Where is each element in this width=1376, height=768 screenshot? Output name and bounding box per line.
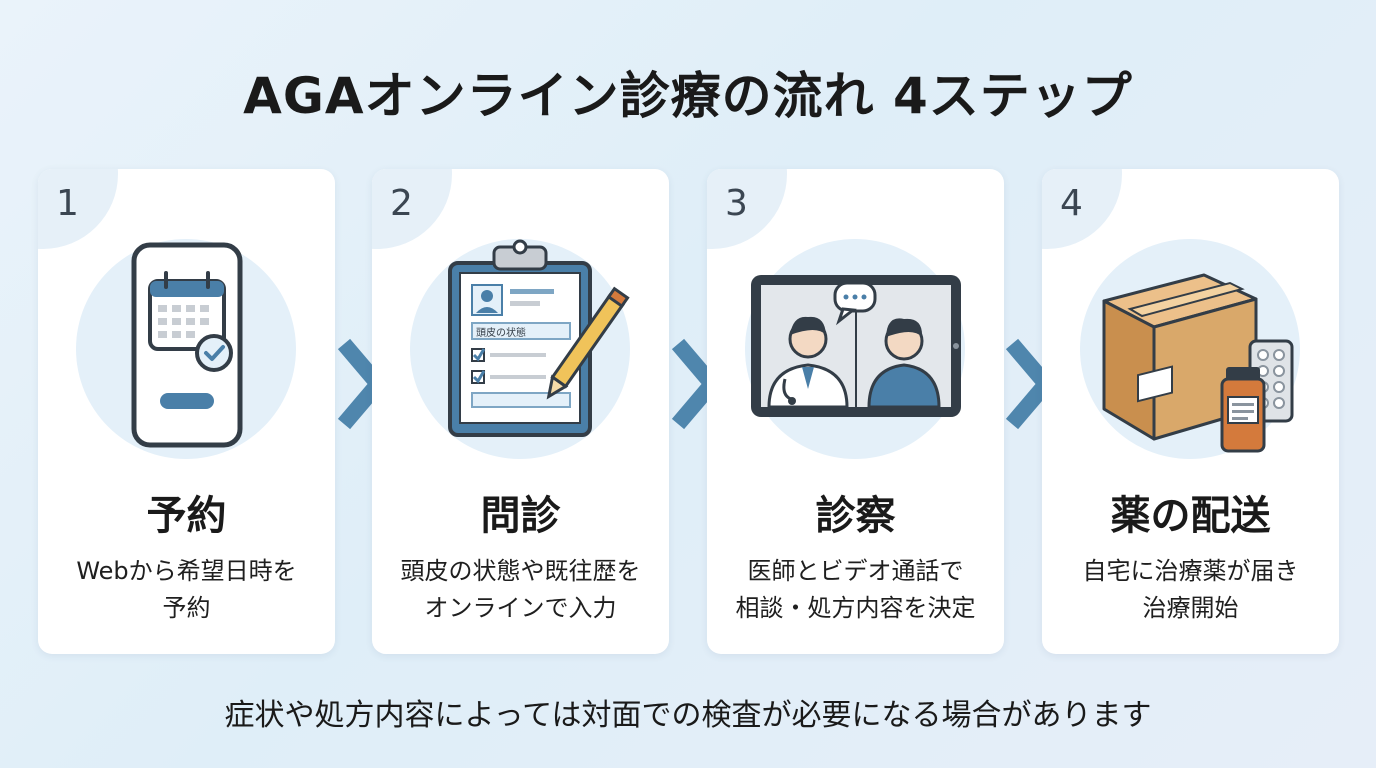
step-description-line: オンラインで入力	[424, 594, 617, 622]
step-number: 1	[56, 183, 79, 224]
step-description-line: 頭皮の状態や既往歴を	[400, 557, 641, 585]
step-description: Webから希望日時を 予約	[44, 553, 329, 627]
form-field-label: 頭皮の状態	[476, 326, 526, 339]
step-description-line: 予約	[162, 594, 211, 622]
step-card-3: 3 診察 医師とビデオ通話で 相談・処方内容を決定	[707, 169, 1004, 654]
step-card-4: 4 薬の配送 自宅に治療薬が届き 治療開始	[1042, 169, 1339, 654]
smartphone-calendar-icon	[131, 242, 243, 448]
step-number: 3	[725, 183, 748, 224]
step-description: 自宅に治療薬が届き 治療開始	[1048, 553, 1333, 627]
step-description-line: 医師とビデオ通話で	[747, 557, 964, 585]
step-description: 医師とビデオ通話で 相談・処方内容を決定	[713, 553, 998, 627]
step-title: 問診	[480, 493, 561, 539]
step-title: 予約	[146, 493, 227, 539]
step-description-line: 治療開始	[1142, 594, 1239, 622]
step-description-line: Webから希望日時を	[76, 557, 297, 585]
step-title: 薬の配送	[1110, 493, 1271, 539]
step-number: 2	[390, 183, 413, 224]
video-call-icon	[751, 275, 961, 417]
clipboard-questionnaire-icon: 頭皮の状態	[448, 239, 630, 437]
step-number: 4	[1060, 183, 1083, 224]
step-description-line: 相談・処方内容を決定	[735, 594, 976, 622]
step-title: 診察	[815, 493, 896, 539]
step-card-1: 1 予約 Webから希望日時を 予約	[38, 169, 335, 654]
delivery-box-icon	[1102, 273, 1294, 453]
step-card-2: 2 頭皮の状態 問診 頭皮の状態や既往歴を オンラインで入力	[372, 169, 669, 654]
step-description: 頭皮の状態や既往歴を オンラインで入力	[378, 553, 663, 627]
page-title: AGAオンライン診療の流れ 4ステップ	[243, 67, 1133, 125]
step-description-line: 自宅に治療薬が届き	[1082, 557, 1299, 585]
footnote: 症状や処方内容によっては対面での検査が必要になる場合があります	[224, 698, 1152, 733]
